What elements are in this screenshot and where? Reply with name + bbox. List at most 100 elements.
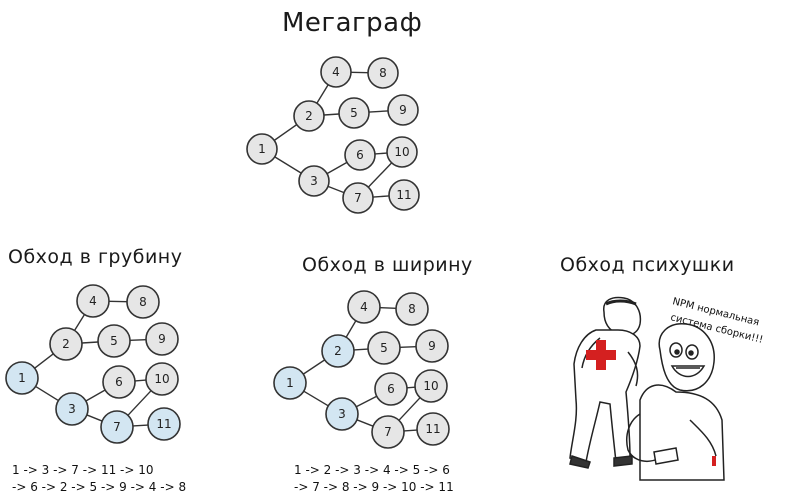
dfs-title: Обход в грубину xyxy=(8,246,183,268)
main-node-2: 2 xyxy=(293,100,325,132)
doctor-figure xyxy=(569,296,642,469)
dfs-node-1: 1 xyxy=(5,361,39,395)
main-node-circle-5 xyxy=(338,97,370,129)
comic-illustration: NPM нормальная система сборки!!! xyxy=(569,296,764,481)
dfs-edge-2-4 xyxy=(73,314,86,331)
main-node-6: 6 xyxy=(344,139,376,171)
main-edge-7-10 xyxy=(367,162,393,188)
main-node-circle-1 xyxy=(246,133,278,165)
dfs-node-circle-11 xyxy=(147,407,181,441)
main-edge-3-7 xyxy=(327,185,345,194)
dfs-node-5: 5 xyxy=(97,324,131,358)
dfs-node-circle-3 xyxy=(55,392,89,426)
main-node-3: 3 xyxy=(298,165,330,197)
main-node-circle-3 xyxy=(298,165,330,197)
dfs-sequence-line-2: -> 6 -> 2 -> 5 -> 9 -> 4 -> 8 xyxy=(12,480,187,494)
main-node-10: 10 xyxy=(386,136,418,168)
bfs-edge-2-4 xyxy=(345,320,357,338)
dfs-edge-1-2 xyxy=(34,353,54,369)
bfs-node-3: 3 xyxy=(325,397,359,431)
main-node-circle-4 xyxy=(320,56,352,88)
main-node-label-5: 5 xyxy=(350,106,358,120)
dfs-node-8: 8 xyxy=(126,285,160,319)
dfs-node-label-7: 7 xyxy=(113,420,121,434)
dfs-node-label-11: 11 xyxy=(156,417,171,431)
bfs-node-8: 8 xyxy=(395,292,429,326)
main-node-5: 5 xyxy=(338,97,370,129)
main-node-label-1: 1 xyxy=(258,142,266,156)
bfs-edge-5-9 xyxy=(399,345,417,349)
bfs-node-2: 2 xyxy=(321,334,355,368)
bfs-node-label-6: 6 xyxy=(387,382,395,396)
dfs-node-label-6: 6 xyxy=(115,375,123,389)
dfs-node-label-9: 9 xyxy=(158,332,166,346)
dfs-edge-3-6 xyxy=(85,389,106,402)
bfs-edge-3-6 xyxy=(355,395,378,408)
dfs-node-7: 7 xyxy=(100,410,134,444)
bfs-node-circle-4 xyxy=(347,290,381,324)
dfs-sequence: 1 -> 3 -> 7 -> 11 -> 10 -> 6 -> 2 -> 5 -… xyxy=(12,462,186,496)
bfs-sequence-line-1: 1 -> 2 -> 3 -> 4 -> 5 -> 6 xyxy=(294,463,450,477)
bfs-node-10: 10 xyxy=(414,369,448,403)
main-node-label-7: 7 xyxy=(354,191,362,205)
dfs-node-label-3: 3 xyxy=(68,402,76,416)
bfs-edge-6-10 xyxy=(406,386,416,389)
dfs-edge-7-11 xyxy=(132,424,149,427)
psych-title: Обход психушки xyxy=(560,254,735,276)
dfs-node-circle-1 xyxy=(5,361,39,395)
bfs-node-label-1: 1 xyxy=(286,376,294,390)
main-node-1: 1 xyxy=(246,133,278,165)
main-node-label-10: 10 xyxy=(394,145,409,159)
bfs-node-5: 5 xyxy=(367,331,401,365)
bfs-edge-2-5 xyxy=(353,348,369,351)
dfs-node-label-10: 10 xyxy=(154,372,169,386)
dfs-node-4: 4 xyxy=(76,284,110,318)
bfs-node-4: 4 xyxy=(347,290,381,324)
dfs-node-circle-4 xyxy=(76,284,110,318)
main-node-9: 9 xyxy=(387,94,419,126)
main-node-circle-11 xyxy=(388,179,420,211)
main-edge-6-10 xyxy=(374,152,388,155)
dfs-node-label-5: 5 xyxy=(110,334,118,348)
bfs-sequence-line-2: -> 7 -> 8 -> 9 -> 10 -> 11 xyxy=(294,480,454,494)
dfs-sequence-line-1: 1 -> 3 -> 7 -> 11 -> 10 xyxy=(12,463,154,477)
red-mark xyxy=(712,456,716,466)
main-edge-7-11 xyxy=(372,195,390,198)
bfs-node-label-4: 4 xyxy=(360,300,368,314)
main-graph-title: Мегаграф xyxy=(282,8,423,38)
main-node-4: 4 xyxy=(320,56,352,88)
dfs-node-2: 2 xyxy=(49,327,83,361)
dfs-edge-1-3 xyxy=(35,385,59,402)
bfs-edge-4-8 xyxy=(379,306,397,310)
bfs-node-circle-5 xyxy=(367,331,401,365)
red-cross-icon xyxy=(586,340,616,370)
main-edge-2-5 xyxy=(323,113,340,116)
main-edge-2-4 xyxy=(316,84,329,104)
bfs-node-circle-1 xyxy=(273,366,307,400)
dfs-node-circle-2 xyxy=(49,327,83,361)
dfs-node-10: 10 xyxy=(145,362,179,396)
main-node-circle-7 xyxy=(342,182,374,214)
patient-figure xyxy=(626,323,725,481)
bfs-title: Обход в ширину xyxy=(302,254,473,276)
main-node-circle-8 xyxy=(367,57,399,89)
bfs-node-11: 11 xyxy=(416,412,450,446)
bfs-edge-1-2 xyxy=(302,359,326,375)
dfs-edge-7-10 xyxy=(127,390,152,416)
bfs-node-label-11: 11 xyxy=(425,422,440,436)
main-edge-1-3 xyxy=(274,156,302,174)
dfs-node-6: 6 xyxy=(102,365,136,399)
main-node-7: 7 xyxy=(342,182,374,214)
main-node-circle-9 xyxy=(387,94,419,126)
main-node-circle-10 xyxy=(386,136,418,168)
main-node-label-11: 11 xyxy=(396,188,411,202)
main-node-label-4: 4 xyxy=(332,65,340,79)
dfs-node-label-1: 1 xyxy=(18,371,26,385)
bfs-node-circle-3 xyxy=(325,397,359,431)
bfs-edge-1-3 xyxy=(303,390,329,407)
dfs-edge-3-7 xyxy=(86,414,103,422)
dfs-node-3: 3 xyxy=(55,392,89,426)
bfs-node-circle-6 xyxy=(374,372,408,406)
bfs-node-label-8: 8 xyxy=(408,302,416,316)
